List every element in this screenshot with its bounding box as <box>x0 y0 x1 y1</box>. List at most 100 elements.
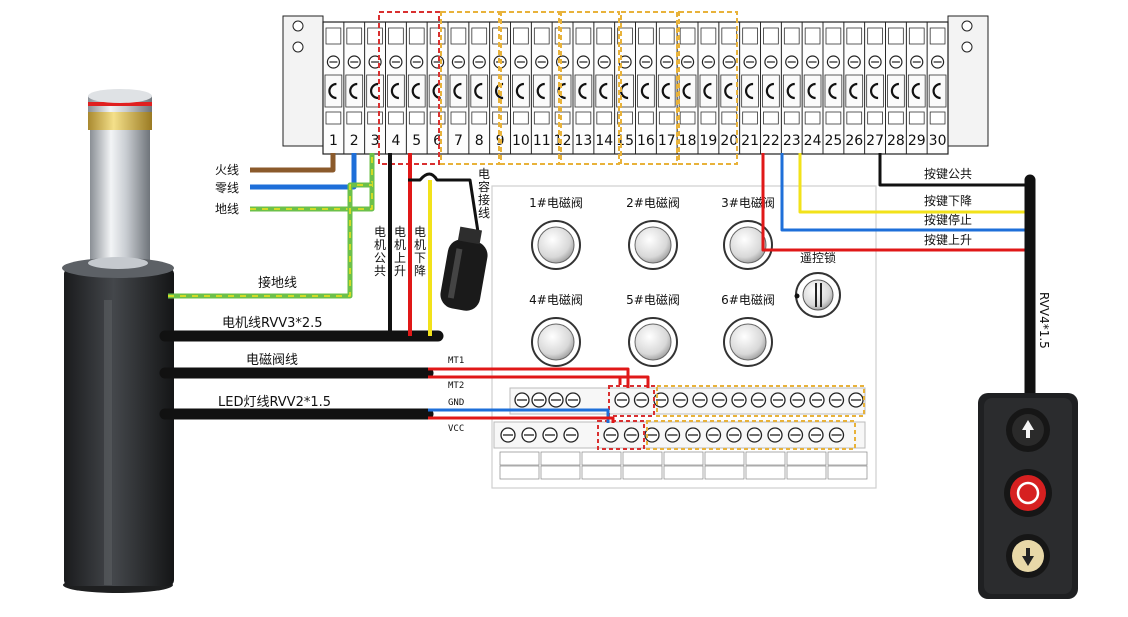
screw-terminal <box>565 392 581 408</box>
pin-label-vcc: VCC <box>448 424 464 434</box>
svg-text:降: 降 <box>414 264 426 278</box>
terminal-number: 30 <box>929 133 947 149</box>
screw-terminal <box>787 427 804 443</box>
svg-text:容: 容 <box>478 179 490 194</box>
terminal-number: 4 <box>391 133 400 149</box>
terminal-number: 19 <box>700 133 718 149</box>
terminal-19: 19 <box>697 21 720 155</box>
terminal-30: 30 <box>926 21 949 155</box>
remote-lock-label: 遥控锁 <box>800 250 836 265</box>
terminal-18: 18 <box>676 21 699 155</box>
screw-terminal <box>711 392 728 408</box>
terminal-11: 11 <box>530 21 553 155</box>
capacitor-icon <box>440 226 488 311</box>
motor-cable-label: 电机线RVV3*2.5 <box>222 316 323 331</box>
button-cable-label: RVV4*1.5 <box>1037 292 1051 349</box>
screw-terminal <box>828 392 845 408</box>
pin-label-gnd: GND <box>448 398 464 408</box>
valve-label: 4#电磁阀 <box>529 292 583 307</box>
terminal-number: 11 <box>533 133 551 149</box>
valve-3: 3#电磁阀 <box>721 195 775 270</box>
wires <box>159 153 1036 423</box>
terminal-number: 24 <box>804 133 822 149</box>
button-stop-label: 按键停止 <box>924 212 972 227</box>
valve-cable-label: 电磁阀线 <box>246 353 298 368</box>
screw-terminal <box>500 427 516 443</box>
button-down-label: 按键下降 <box>924 194 972 208</box>
screw-terminal <box>521 427 537 443</box>
terminal-number: 23 <box>783 133 801 149</box>
terminal-number: 25 <box>825 133 843 149</box>
svg-text:公: 公 <box>374 251 386 265</box>
valve-4: 4#电磁阀 <box>529 292 583 367</box>
ground-wire-label: 接地线 <box>258 275 297 291</box>
terminal-number: 13 <box>575 133 593 149</box>
terminal-27: 27 <box>864 21 886 155</box>
screw-terminal <box>848 392 864 408</box>
terminal-13: 13 <box>572 21 595 155</box>
terminal-number: 16 <box>637 133 655 149</box>
svg-text:电: 电 <box>414 225 426 239</box>
pin-label-mt1: MT1 <box>448 356 464 366</box>
terminal-26: 26 <box>843 21 866 155</box>
valve-label: 3#电磁阀 <box>721 195 775 210</box>
valve-6: 6#电磁阀 <box>721 292 775 367</box>
terminal-number: 8 <box>475 133 484 149</box>
screw-terminal <box>726 427 742 443</box>
terminal-number: 3 <box>371 133 380 149</box>
terminal-number: 1 <box>329 133 338 149</box>
screw-terminal <box>789 392 806 408</box>
screw-terminal <box>603 427 619 443</box>
screw-terminal <box>767 427 783 443</box>
terminal-number: 21 <box>741 133 759 149</box>
svg-text:线: 线 <box>478 206 490 220</box>
svg-text:升: 升 <box>394 264 406 278</box>
terminal-21: 21 <box>739 21 761 155</box>
svg-text:机: 机 <box>374 238 386 252</box>
terminal-number: 7 <box>454 133 463 149</box>
terminal-10: 10 <box>510 21 532 155</box>
terminal-16: 16 <box>635 21 657 155</box>
svg-text:电: 电 <box>478 167 490 181</box>
labels: 火线 零线 地线 接地线 电机线RVV3*2.5 电磁阀线 LED灯线RVV2*… <box>215 163 1051 434</box>
screw-terminal <box>623 427 640 443</box>
screw-terminal <box>644 427 660 443</box>
svg-text:机: 机 <box>414 238 426 252</box>
valve-2: 2#电磁阀 <box>626 195 680 270</box>
screw-terminal <box>614 392 630 408</box>
terminal-28: 28 <box>885 21 907 155</box>
svg-text:接: 接 <box>478 192 490 207</box>
screw-terminal <box>531 392 547 408</box>
terminal-15: 15 <box>614 21 636 155</box>
terminal-number: 10 <box>512 133 530 149</box>
terminal-number: 18 <box>679 133 697 149</box>
valve-1: 1#电磁阀 <box>529 195 583 270</box>
svg-text:电: 电 <box>374 225 386 239</box>
button-common-label: 按键公共 <box>924 167 972 181</box>
terminal-14: 14 <box>593 21 616 155</box>
bollard-icon <box>62 89 174 593</box>
led-cable-label: LED灯线RVV2*1.5 <box>218 395 331 410</box>
terminal-17: 17 <box>655 21 678 155</box>
screw-terminal <box>542 427 558 443</box>
terminal-number: 20 <box>720 133 738 149</box>
screw-terminal <box>514 392 530 408</box>
terminal-number: 2 <box>350 133 359 149</box>
button-up-label: 按键上升 <box>924 233 972 247</box>
terminal-number: 12 <box>554 133 572 149</box>
terminal-7: 7 <box>447 21 470 155</box>
terminal-number: 22 <box>762 133 780 149</box>
terminal-number: 27 <box>866 133 884 149</box>
valve-label: 2#电磁阀 <box>626 195 680 210</box>
terminal-20: 20 <box>718 21 741 155</box>
screw-terminal <box>633 392 650 408</box>
terminal-number: 14 <box>595 133 613 149</box>
screw-terminal <box>770 392 786 408</box>
screw-terminal <box>809 392 825 408</box>
terminal-24: 24 <box>801 21 824 155</box>
